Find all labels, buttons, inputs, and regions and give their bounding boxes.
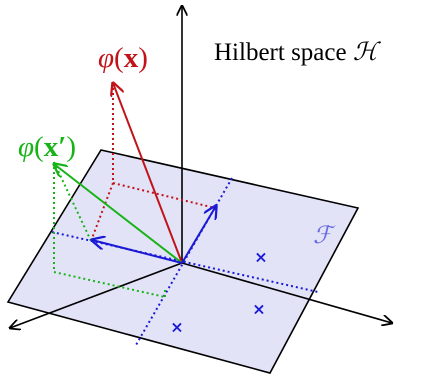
phi-x-label-phi: φ [98, 42, 114, 74]
phi-xprime-label-phi: φ [18, 131, 34, 163]
phi-x-projection [112, 83, 216, 212]
horizontal-axis [181, 262, 392, 323]
proj-x-vector [181, 206, 216, 264]
phi-xprime-label-close: ) [66, 131, 76, 163]
depth-axis [10, 262, 183, 328]
data-point-marker-2: × [252, 300, 265, 319]
phi-xprime-projection [53, 162, 166, 298]
feature-space-label: ℱ [313, 221, 336, 249]
data-point-marker-1: × [254, 248, 267, 267]
phi-xprime-label-open: ( [34, 131, 44, 163]
phi-x-projection-base [90, 182, 114, 242]
phi-xprime-vector [54, 164, 183, 264]
hilbert-space-symbol: ℋ [353, 37, 382, 66]
phi-x-vector [113, 83, 183, 264]
phi-x-label-open: ( [114, 42, 124, 74]
phi-x-label-var: x [124, 42, 139, 74]
proj-xprime-vector [92, 240, 183, 264]
phi-xprime-label-var: x′ [44, 131, 67, 163]
phi-x-label-close: ) [138, 42, 148, 74]
data-point-marker-3: × [170, 318, 183, 337]
phi-x-label: φ(x) [98, 42, 148, 74]
hilbert-space-title: Hilbert space ℋ [214, 37, 382, 66]
hilbert-space-title-text: Hilbert space [214, 39, 347, 66]
phi-xprime-label: φ(x′) [18, 131, 76, 163]
